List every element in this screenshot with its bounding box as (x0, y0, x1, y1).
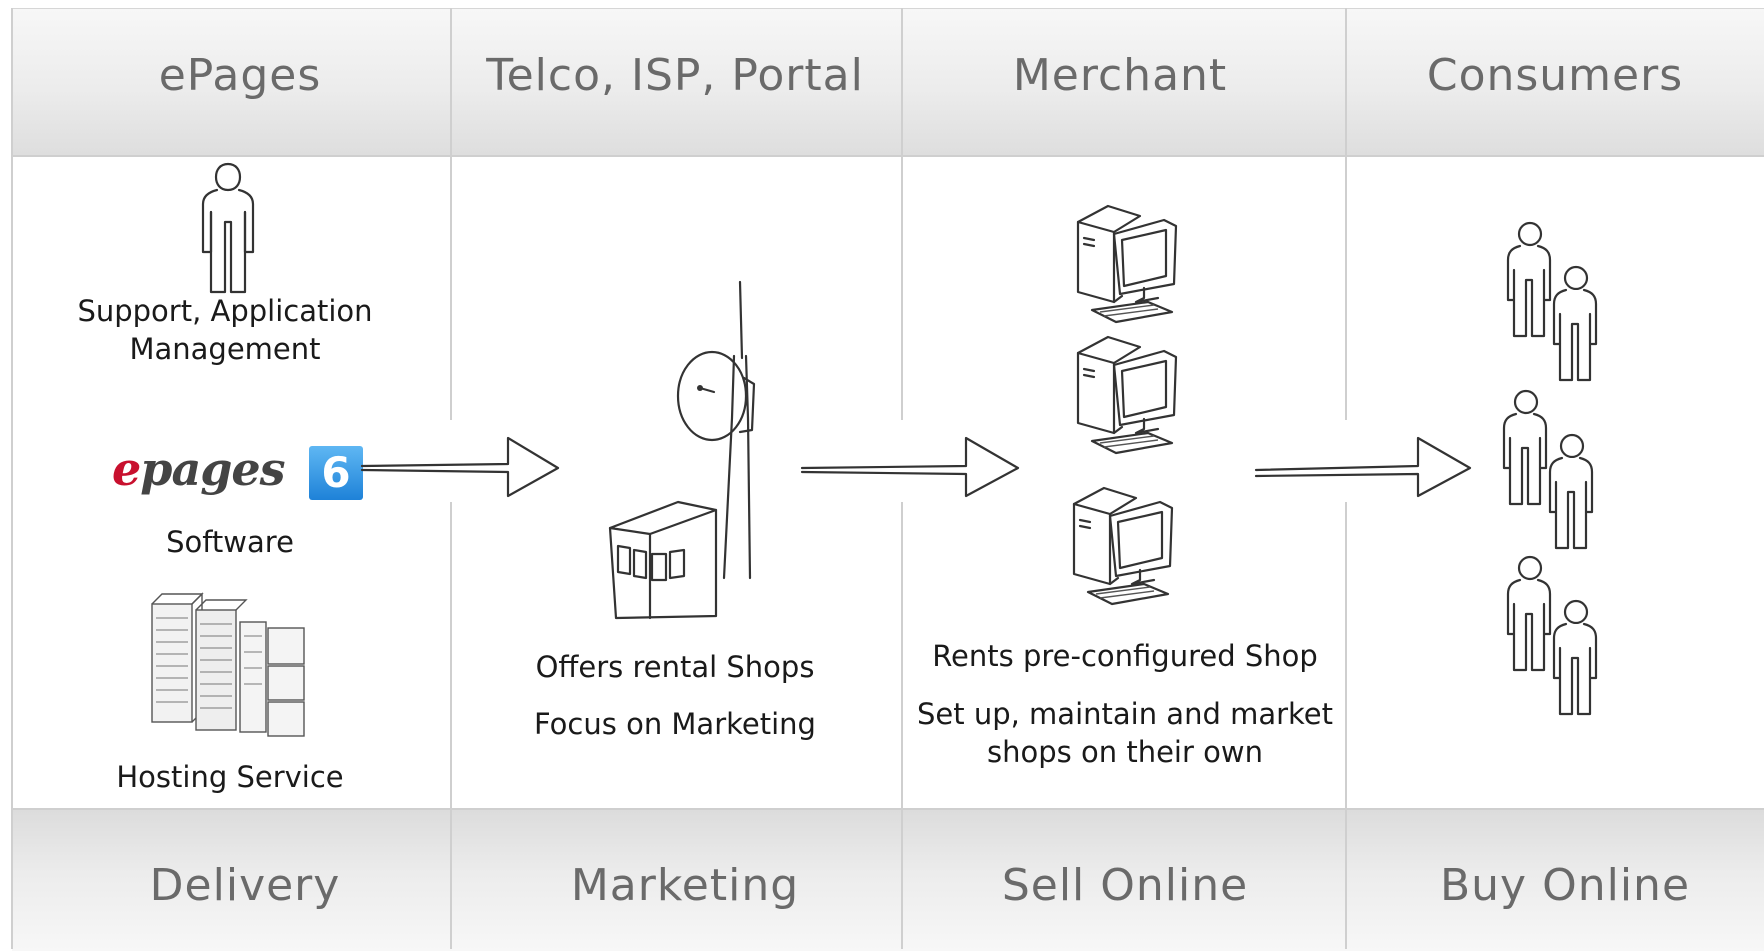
computer-icon (1072, 486, 1174, 606)
epages-logo: epages 6 (112, 442, 364, 504)
header-band (12, 8, 1764, 157)
column-footer-sell-online: Sell Online (1001, 860, 1249, 911)
divider-3b (1345, 502, 1347, 949)
column-title-consumers: Consumers (1426, 50, 1684, 101)
server-rack-icon (151, 592, 305, 737)
merchant-line2: Set up, maintain and market (916, 697, 1333, 731)
people-group-icon (1502, 389, 1594, 550)
arrow-right-icon (1254, 436, 1472, 498)
people-group-icon (1506, 221, 1598, 382)
telco-line1: Offers rental Shops (535, 650, 815, 684)
epages-logo-version-badge: 6 (309, 446, 363, 500)
epages-hosting-label: Hosting Service (116, 760, 344, 794)
divider-2 (901, 8, 903, 420)
epages-logo-e: e (112, 442, 141, 496)
merchant-line3: shops on their own (987, 735, 1263, 769)
telco-line2: Focus on Marketing (534, 707, 816, 741)
computer-icon (1076, 204, 1178, 324)
column-footer-delivery: Delivery (149, 860, 341, 911)
antenna-tower-icon (608, 280, 756, 620)
divider-3 (1345, 8, 1347, 420)
column-footer-buy-online: Buy Online (1439, 860, 1691, 911)
people-group-icon (1506, 555, 1598, 716)
computer-icon (1076, 335, 1178, 455)
column-title-telco: Telco, ISP, Portal (486, 50, 864, 101)
column-title-epages: ePages (158, 50, 322, 101)
column-footer-marketing: Marketing (570, 860, 800, 911)
epages-support-line2: Management (129, 332, 321, 366)
footer-band (12, 808, 1764, 951)
person-icon (201, 162, 255, 294)
divider-1b (450, 502, 452, 949)
divider-left (11, 8, 13, 949)
column-title-merchant: Merchant (1012, 50, 1228, 101)
epages-software-label: Software (166, 525, 294, 559)
merchant-line1: Rents pre-configured Shop (932, 639, 1318, 673)
epages-support-line1: Support, Application (77, 294, 373, 328)
epages-logo-rest: pages (140, 442, 285, 496)
arrow-right-icon (800, 436, 1020, 498)
arrow-right-icon (360, 436, 560, 498)
divider-1 (450, 8, 452, 420)
divider-2b (901, 502, 903, 949)
